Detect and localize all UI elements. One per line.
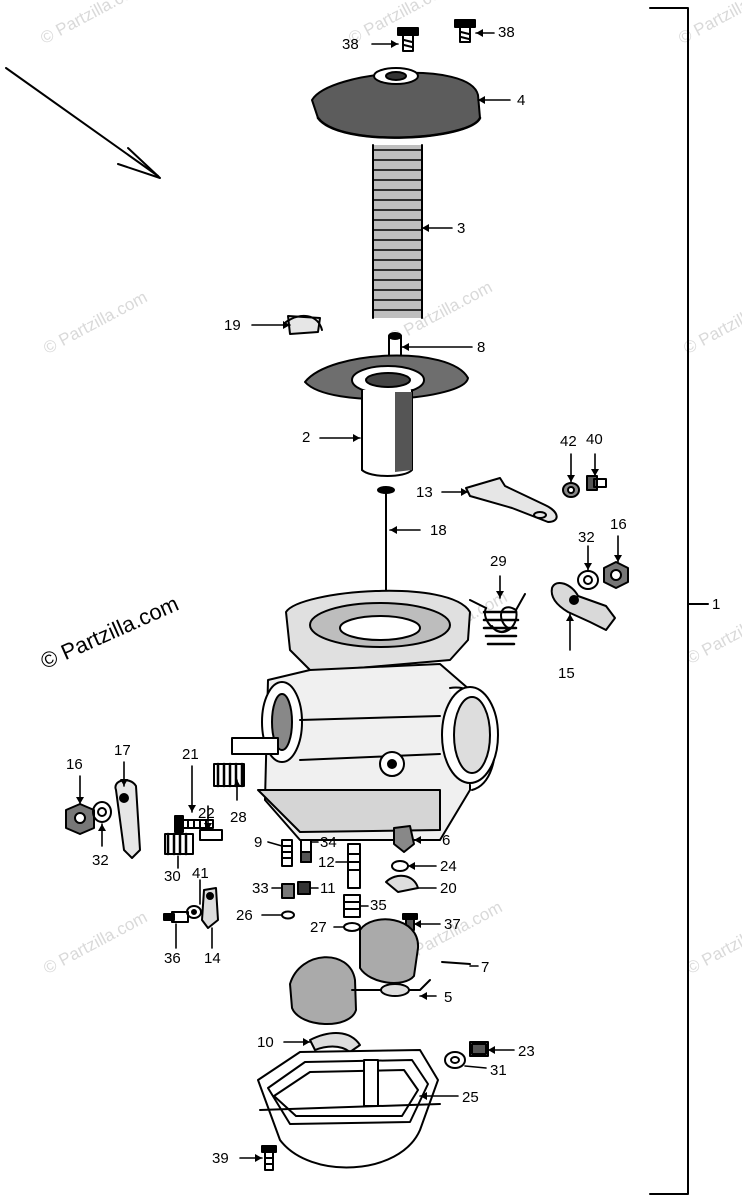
screw-36	[163, 911, 189, 923]
float-bowl-25	[257, 1049, 441, 1169]
callout-25: 25	[462, 1089, 479, 1106]
spring-28	[213, 762, 245, 788]
spring-30	[164, 832, 194, 856]
drain-screw-39	[261, 1145, 277, 1171]
tube-12	[347, 843, 361, 889]
callout-41: 41	[192, 865, 209, 882]
callout-24: 24	[440, 858, 457, 875]
callout-33: 33	[252, 880, 269, 897]
lever-15	[550, 581, 616, 631]
callout-10: 10	[257, 1034, 274, 1051]
callout-12: 12	[318, 854, 335, 871]
callout-14: 14	[204, 950, 221, 967]
jet-needle-18	[377, 486, 395, 597]
top-cover-4	[311, 67, 482, 139]
callout-39: 39	[212, 1150, 229, 1167]
callout-20: 20	[440, 880, 457, 897]
callout-22: 22	[198, 805, 215, 822]
callout-1: 1	[712, 596, 721, 613]
callout-29: 29	[490, 553, 507, 570]
callout-38-right: 38	[498, 24, 515, 41]
callout-4: 4	[517, 92, 526, 109]
spring-3	[372, 144, 423, 319]
valve-10	[309, 1032, 361, 1053]
callout-21: 21	[182, 746, 199, 763]
plate-20	[385, 874, 419, 893]
callout-37: 37	[444, 916, 461, 933]
arm-17	[114, 779, 141, 859]
callout-18: 18	[430, 522, 447, 539]
return-spring-29	[469, 593, 526, 646]
o-ring-26	[281, 910, 295, 920]
callout-38-left: 38	[342, 36, 359, 53]
nut-42	[562, 482, 580, 498]
callout-7: 7	[481, 959, 490, 976]
needle-holder-8	[388, 332, 402, 357]
bolt-40	[586, 475, 607, 491]
callout-5: 5	[444, 989, 453, 1006]
callout-40: 40	[586, 431, 603, 448]
clip-19	[285, 314, 323, 335]
float-pin-7	[441, 961, 471, 965]
washer-31	[444, 1051, 466, 1069]
washer-32-left	[92, 801, 112, 823]
screw-23	[469, 1041, 489, 1057]
callout-13: 13	[416, 484, 433, 501]
callout-19: 19	[224, 317, 241, 334]
screw-22	[199, 829, 223, 841]
o-ring-24	[391, 860, 409, 872]
callout-6: 6	[442, 832, 451, 849]
callout-15: 15	[558, 665, 575, 682]
callout-8: 8	[477, 339, 486, 356]
plate-13	[465, 477, 558, 523]
washer-41	[186, 905, 202, 919]
callout-32-left: 32	[92, 852, 109, 869]
callout-11: 11	[320, 880, 336, 897]
callout-31: 31	[490, 1062, 507, 1079]
nut-16-left	[65, 803, 95, 835]
callout-34: 34	[320, 834, 337, 851]
callout-16-left: 16	[66, 756, 83, 773]
carburetor-body	[231, 589, 499, 841]
bracket-14	[201, 887, 219, 929]
screw-21	[174, 815, 214, 833]
callout-30: 30	[164, 868, 181, 885]
callout-28: 28	[230, 809, 247, 826]
assembly-bracket	[649, 7, 689, 1195]
jet-34	[300, 839, 312, 863]
float-5	[289, 918, 431, 1025]
main-jet-6	[393, 825, 415, 853]
jet-9	[281, 839, 293, 867]
callout-16-right: 16	[610, 516, 627, 533]
callout-9: 9	[254, 834, 263, 851]
callout-35: 35	[370, 897, 387, 914]
jet-11	[297, 881, 311, 895]
o-ring-27	[343, 922, 361, 932]
nut-16-right	[603, 561, 629, 589]
callout-27: 27	[310, 919, 327, 936]
callout-36: 36	[164, 950, 181, 967]
callout-23: 23	[518, 1043, 535, 1060]
callout-17: 17	[114, 742, 131, 759]
jet-35	[343, 894, 361, 918]
callout-2: 2	[302, 429, 311, 446]
diaphragm-piston-2	[304, 354, 469, 477]
screw-38-right	[454, 19, 476, 43]
screw-38-left	[397, 27, 419, 52]
jet-33	[281, 883, 295, 899]
direction-arrow-icon	[5, 67, 161, 179]
callout-3: 3	[457, 220, 466, 237]
callout-32-right: 32	[578, 529, 595, 546]
callout-42: 42	[560, 433, 577, 450]
washer-32-right	[577, 570, 599, 590]
callout-26: 26	[236, 907, 253, 924]
